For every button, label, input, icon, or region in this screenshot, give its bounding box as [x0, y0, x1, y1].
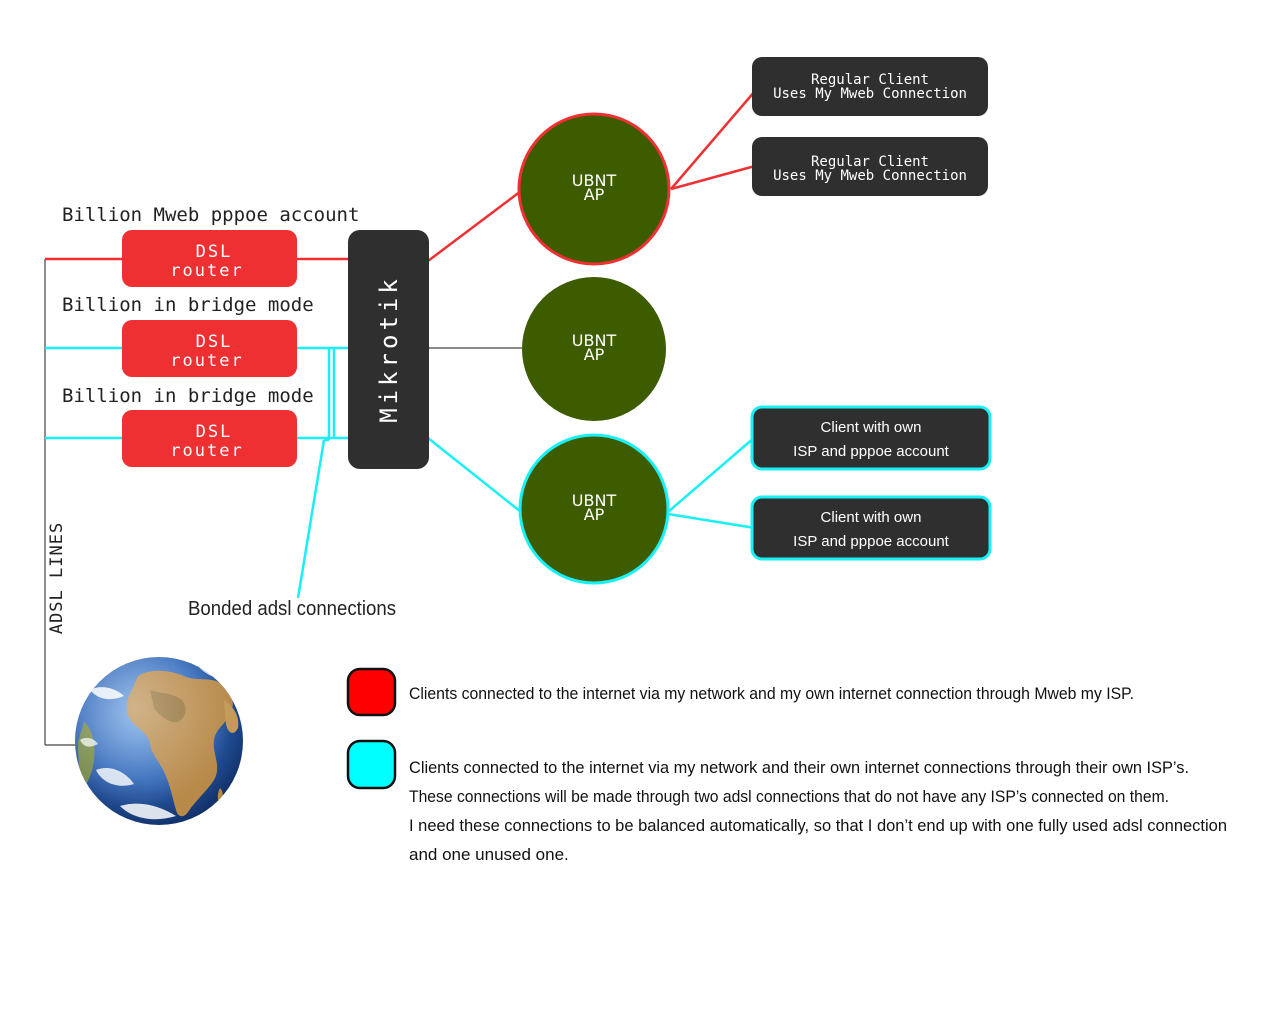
earth-globe-icon	[75, 657, 243, 825]
label-billion-bridge-2: Billion in bridge mode	[62, 385, 314, 407]
client-box-2-line1: Regular Client	[811, 154, 929, 170]
label-billion-mweb: Billion Mweb pppoe account	[62, 204, 359, 226]
dsl-router-2: DSL router	[122, 320, 297, 377]
legend-cyan-line-1: Clients connected to the internet via my…	[409, 758, 1189, 777]
legend-red-swatch	[346, 667, 397, 717]
ubnt-ap-3-line1: UBNT	[572, 491, 617, 510]
ubnt-ap-2: UBNT AP	[522, 277, 666, 421]
client-box-4: Client with own ISP and pppoe account	[750, 495, 992, 561]
bonded-connector	[296, 346, 349, 599]
label-adsl-lines: ADSL LINES	[47, 522, 67, 634]
mikrotik-box: Mikrotik	[348, 230, 429, 469]
ubnt-ap-2-line2: AP	[584, 345, 605, 364]
label-billion-bridge-1: Billion in bridge mode	[62, 294, 314, 316]
client-box-4-line2: ISP and pppoe account	[793, 533, 950, 550]
mikrotik-label: Mikrotik	[375, 275, 403, 423]
client-box-4-line1: Client with own	[821, 509, 922, 526]
ubnt-ap-3-line2: AP	[584, 505, 605, 524]
line-ap3-client3	[667, 436, 756, 513]
dsl-router-1: DSL router	[122, 230, 297, 287]
legend-cyan-line-2: These connections will be made through t…	[409, 787, 1169, 806]
legend-red: Clients connected to the internet via my…	[346, 667, 1134, 717]
ubnt-ap-1-line1: UBNT	[572, 171, 617, 190]
legend-cyan-line-4: and one unused one.	[409, 845, 569, 864]
legend-cyan-swatch	[346, 739, 397, 790]
ubnt-ap-3: UBNT AP	[518, 433, 670, 585]
client-box-1: Regular Client Uses My Mweb Connection	[752, 57, 988, 116]
ubnt-ap-2-line1: UBNT	[572, 331, 617, 350]
label-bonded: Bonded adsl connections	[188, 598, 396, 620]
dsl-router-2-line2: router	[170, 351, 243, 371]
legend-cyan-line-3: I need these connections to be balanced …	[409, 816, 1227, 835]
line-mikrotik-ap3	[427, 437, 522, 513]
client-box-3-line2: ISP and pppoe account	[793, 443, 950, 460]
line-ap1-client1	[670, 90, 756, 190]
legend-cyan: Clients connected to the internet via my…	[346, 739, 1227, 864]
client-box-1-line2: Uses My Mweb Connection	[773, 86, 967, 102]
line-ap3-client4	[667, 512, 756, 530]
dsl-router-3: DSL router	[122, 410, 297, 467]
client-box-1-line1: Regular Client	[811, 72, 929, 88]
line-mikrotik-ap1	[427, 190, 522, 262]
dsl-router-1-line2: router	[170, 261, 243, 281]
client-box-3-line1: Client with own	[821, 419, 922, 436]
dsl-router-2-line1: DSL	[196, 332, 233, 352]
client-box-3: Client with own ISP and pppoe account	[750, 405, 992, 471]
adsl-bus	[44, 259, 78, 746]
line-ap1-client2	[670, 164, 756, 191]
legend-red-text: Clients connected to the internet via my…	[409, 684, 1134, 703]
client-box-2: Regular Client Uses My Mweb Connection	[752, 137, 988, 196]
client-box-2-line2: Uses My Mweb Connection	[773, 168, 967, 184]
dsl-router-1-line1: DSL	[196, 242, 233, 262]
dsl-router-3-line1: DSL	[196, 422, 233, 442]
ubnt-ap-1-line2: AP	[584, 185, 605, 204]
ubnt-ap-1: UBNT AP	[517, 112, 671, 266]
dsl-router-3-line2: router	[170, 441, 243, 461]
